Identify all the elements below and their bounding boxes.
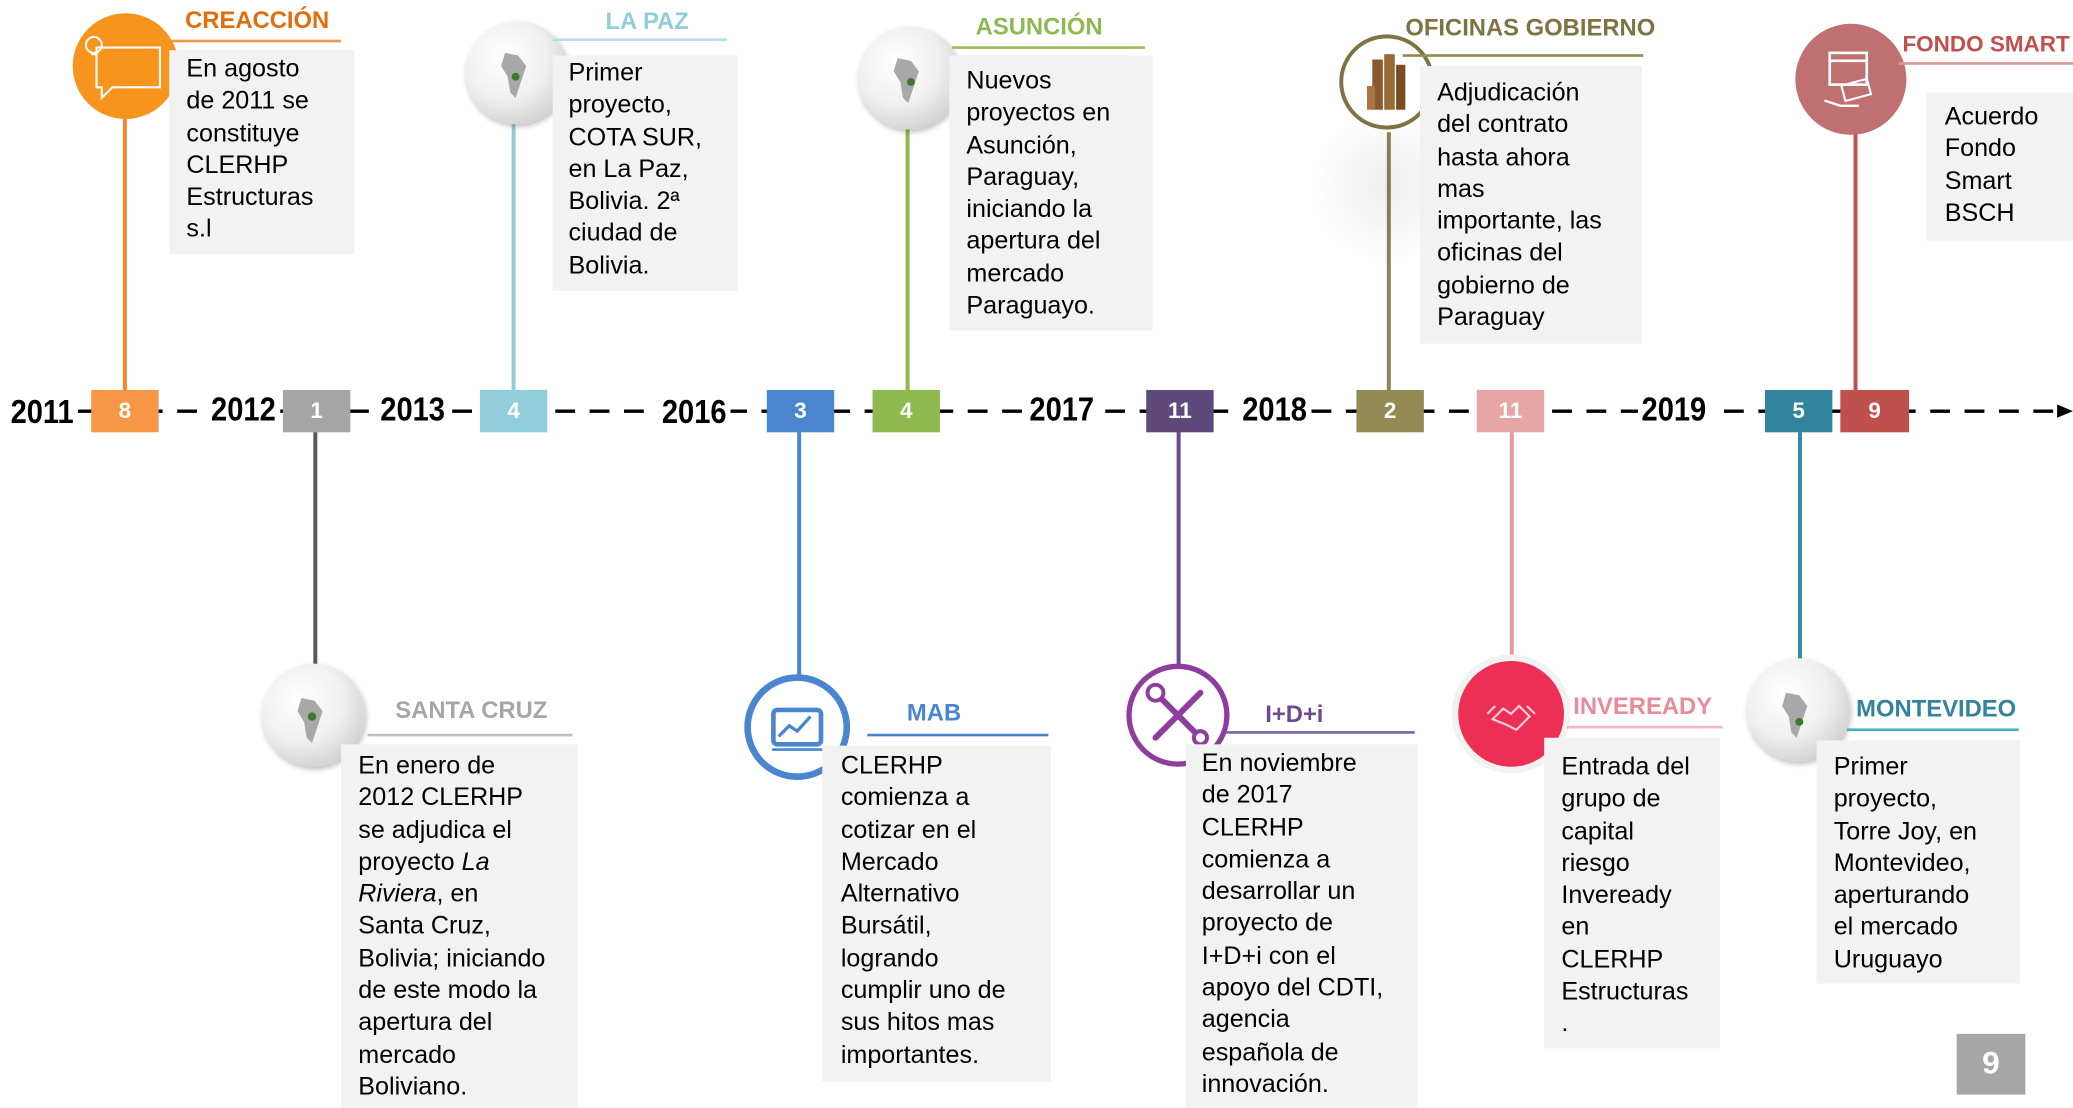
title-underline — [1402, 54, 1644, 57]
title-underline — [367, 733, 573, 737]
event-text-mab: CLERHP comienza a cotizar en el Mercado … — [840, 752, 1006, 1070]
connector-fondo-smart — [1853, 118, 1858, 392]
event-title-oficinas: OFICINAS GOBIERNO — [1405, 14, 1656, 41]
event-card-asuncion: Nuevos proyectos en Asunción, Paraguay, … — [949, 55, 1153, 331]
event-title-montevideo: MONTEVIDEO — [1856, 695, 2017, 722]
event-text-fondo-smart: Acuerdo Fondo Smart BSCH — [1944, 103, 2039, 228]
event-card-idi: En noviembre de 2017 CLERHP comienza a d… — [1185, 744, 1418, 1108]
event-card-santa-cruz: En enero de 2012 CLERHP se adjudica el p… — [341, 744, 578, 1108]
event-title-inveready: INVEREADY — [1573, 692, 1713, 720]
event-text-creaccion: En agosto de 2011 se constituye CLERHP E… — [186, 55, 314, 244]
year-2011: 2011 — [10, 393, 79, 433]
event-title-fondo-smart: FONDO SMART — [1902, 31, 2070, 57]
title-underline — [951, 46, 1145, 49]
event-text-santa-cruz: En enero de 2012 CLERHP se adjudica el p… — [358, 752, 524, 877]
event-title-idi: I+D+i — [1265, 700, 1324, 728]
globe-icon — [858, 26, 962, 130]
badge-idi: 11 — [1146, 390, 1214, 433]
event-text-montevideo: Primer proyecto, Torre Joy, en Montevide… — [1833, 753, 1978, 975]
connector-santa-cruz — [313, 430, 318, 667]
event-card-montevideo: Primer proyecto, Torre Joy, en Montevide… — [1816, 740, 2021, 984]
year-2018: 2018 — [1238, 391, 1311, 430]
title-underline — [1225, 731, 1415, 734]
event-card-oficinas: Adjudicación del contrato hasta ahora ma… — [1419, 66, 1642, 344]
title-underline — [867, 733, 1049, 737]
lightbulb-chat-icon — [72, 13, 179, 119]
event-title-asuncion: ASUNCIÓN — [975, 13, 1103, 40]
badge-montevideo: 5 — [1764, 390, 1833, 433]
badge-santa-cruz: 1 — [282, 390, 351, 433]
event-card-inveready: Entrada del grupo de capital riesgo Inve… — [1544, 737, 1720, 1049]
badge-oficinas: 2 — [1356, 390, 1424, 433]
event-card-creaccion: En agosto de 2011 se constituye CLERHP E… — [169, 50, 355, 254]
connector-la-paz — [511, 121, 516, 392]
event-text-la-paz: Primer proyecto, COTA SUR, en La Paz, Bo… — [568, 59, 703, 280]
year-2017: 2017 — [1025, 391, 1098, 430]
badge-inveready: 11 — [1476, 390, 1545, 433]
badge-creaccion: 8 — [91, 390, 159, 433]
event-text-asuncion: Nuevos proyectos en Asunción, Paraguay, … — [966, 67, 1111, 321]
globe-icon — [465, 21, 569, 125]
connector-asuncion — [905, 126, 910, 392]
year-2019: 2019 — [1638, 391, 1710, 430]
badge-la-paz: 4 — [479, 390, 548, 433]
title-underline — [1898, 62, 2073, 65]
event-text-idi: En noviembre de 2017 CLERHP comienza a d… — [1201, 749, 1384, 1099]
year-2013: 2013 — [376, 391, 449, 430]
building-icon — [1339, 34, 1435, 130]
badge-fondo-smart: 9 — [1840, 390, 1910, 433]
connector-idi — [1176, 430, 1181, 672]
event-text-santa-cruz-italic: La Riviera — [358, 848, 490, 909]
event-card-la-paz: Primer proyecto, COTA SUR, en La Paz, Bo… — [552, 55, 738, 291]
connector-inveready — [1509, 430, 1514, 664]
event-title-mab: MAB — [906, 699, 962, 726]
event-card-fondo-smart: Acuerdo Fondo Smart BSCH — [1926, 92, 2073, 241]
event-text-oficinas: Adjudicación del contrato hasta ahora ma… — [1437, 79, 1602, 332]
event-title-la-paz: LA PAZ — [605, 7, 689, 35]
badge-asuncion: 4 — [872, 390, 940, 433]
connector-montevideo — [1798, 430, 1802, 659]
year-2012: 2012 — [207, 391, 280, 430]
connector-mab — [797, 430, 802, 683]
event-card-mab: CLERHP comienza a cotizar en el Mercado … — [822, 745, 1052, 1082]
page-number: 9 — [1956, 1033, 2026, 1095]
event-text-santa-cruz-end: , en Santa Cruz, Bolivia; iniciando de e… — [358, 880, 546, 1102]
event-title-santa-cruz: SANTA CRUZ — [395, 696, 548, 724]
connector-oficinas — [1386, 132, 1391, 392]
title-underline — [552, 38, 728, 41]
event-title-creaccion: CREACCIÓN — [185, 6, 330, 34]
year-2016: 2016 — [658, 393, 731, 433]
title-underline — [171, 39, 342, 43]
badge-mab: 3 — [766, 390, 835, 433]
title-underline — [1846, 728, 2019, 732]
calendar-money-icon — [1795, 23, 1907, 135]
connector-creaccion — [122, 79, 127, 392]
event-text-inveready: Entrada del grupo de capital riesgo Inve… — [1561, 753, 1690, 1039]
title-underline — [1566, 725, 1723, 729]
